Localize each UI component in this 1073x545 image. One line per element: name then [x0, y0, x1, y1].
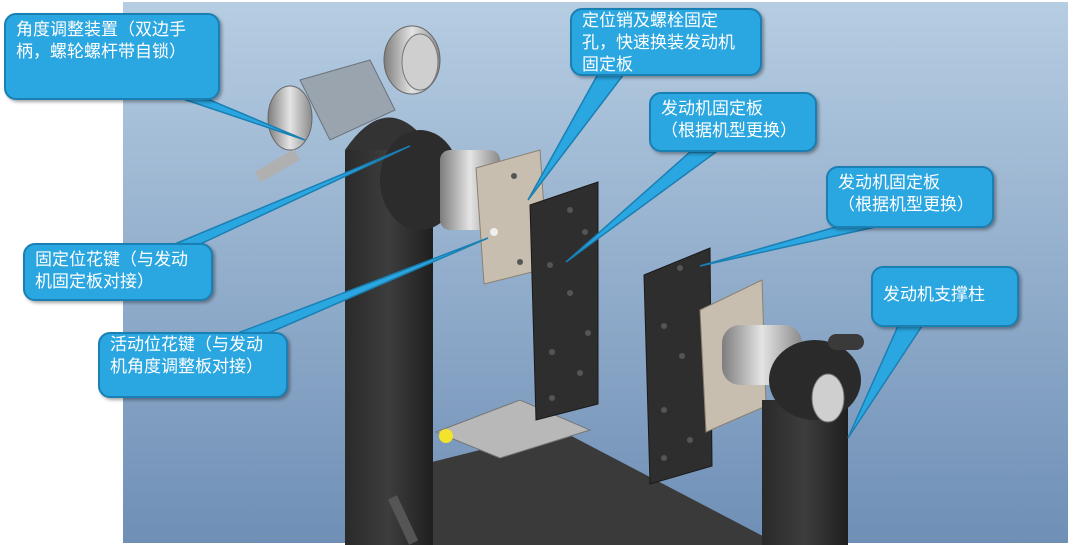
- worm-gearbox: [299, 59, 396, 141]
- callout-engine-plate-1: 发动机固定板 （根据机型更换）: [649, 92, 817, 152]
- callout-engine-plate-2: 发动机固定板 （根据机型更换）: [826, 166, 994, 228]
- callout-locating-pin: 定位销及螺栓固定孔，快速换装发动机固定板: [570, 8, 762, 76]
- callout-angle-adjustment-text: 角度调整装置（双边手柄，螺轮螺杆带自锁）: [16, 20, 186, 62]
- callout-movable-spline: 活动位花键（与发动机角度调整板对接）: [98, 332, 288, 398]
- left-column-brace: [387, 495, 419, 545]
- right-support-cap: [811, 373, 845, 423]
- callout-movable-spline-text: 活动位花键（与发动机角度调整板对接）: [110, 335, 263, 377]
- callout-fixed-spline-text: 固定位花键（与发动机固定板对接）: [35, 250, 188, 292]
- engine-plate-left: [529, 181, 599, 421]
- callout-fixed-spline: 固定位花键（与发动机固定板对接）: [23, 243, 213, 301]
- right-handwheel-face: [401, 33, 439, 91]
- clamp-knob: [828, 334, 864, 350]
- callout-engine-support-text: 发动机支撑柱: [883, 285, 985, 305]
- callout-engine-plate-1-text: 发动机固定板 （根据机型更换）: [661, 99, 797, 141]
- yellow-marker: [439, 429, 453, 443]
- base-platform: [400, 430, 780, 545]
- callout-pointers: [169, 73, 924, 439]
- handwheel-shaft: [254, 149, 300, 183]
- right-support-column: [762, 400, 848, 545]
- callout-engine-plate-2-text: 发动机固定板 （根据机型更换）: [838, 173, 974, 215]
- callout-locating-pin-text: 定位销及螺栓固定孔，快速换装发动机固定板: [582, 11, 735, 75]
- engine-plate-right: [643, 247, 713, 485]
- callout-engine-support: 发动机支撑柱: [871, 266, 1019, 327]
- left-handwheel: [267, 85, 313, 151]
- callout-angle-adjustment: 角度调整装置（双边手柄，螺轮螺杆带自锁）: [4, 13, 220, 100]
